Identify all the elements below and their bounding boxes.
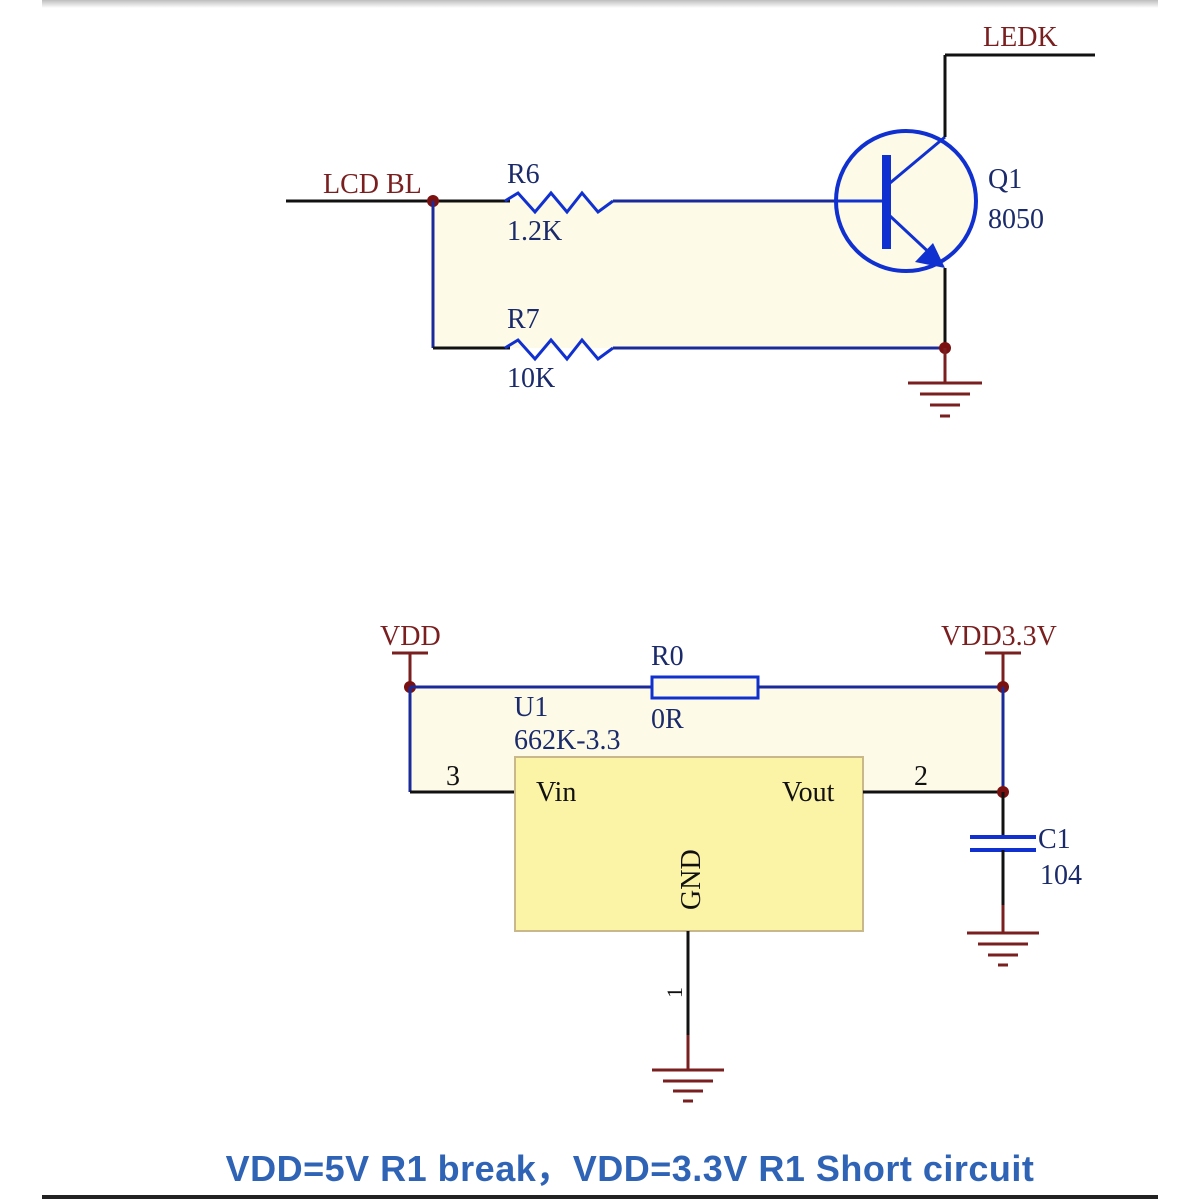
u1-ref: U1 [514, 692, 548, 723]
pin1-number: 1 [662, 987, 687, 998]
q1-ref: Q1 [988, 164, 1022, 195]
ground-icon [652, 1035, 724, 1103]
r0-resistor [650, 675, 760, 700]
r7-ref: R7 [507, 304, 540, 335]
q1-part: 8050 [988, 204, 1044, 235]
u1-gnd-pin-label: GND [676, 849, 707, 910]
vdd-net-label: VDD [380, 621, 441, 652]
top-shadow [42, 0, 1158, 8]
r7-resistor [504, 337, 614, 362]
bottom-divider [42, 1195, 1158, 1199]
pin2-number: 2 [914, 761, 928, 792]
u1-part: 662K-3.3 [514, 725, 621, 756]
r6-ref: R6 [507, 159, 540, 190]
r6-resistor [504, 190, 614, 215]
r7-value: 10K [507, 363, 555, 394]
c1-value: 104 [1040, 860, 1082, 891]
ground-icon [967, 905, 1039, 967]
pin3-number: 3 [446, 761, 460, 792]
c1-ref: C1 [1038, 824, 1071, 855]
r6-value: 1.2K [507, 216, 562, 247]
u1-regulator-ic [514, 756, 864, 932]
q1-npn-transistor [834, 129, 978, 273]
u1-vin-pin-label: Vin [536, 777, 576, 808]
u1-vout-pin-label: Vout [782, 777, 835, 808]
ledk-net-label: LEDK [983, 22, 1058, 53]
vdd33-net-label: VDD3.3V [941, 621, 1057, 652]
r0-ref: R0 [651, 641, 684, 672]
lcd-bl-net-label: LCD BL [323, 169, 422, 200]
caption-note: VDD=5V R1 break，VDD=3.3V R1 Short circui… [225, 1148, 1035, 1189]
r0-value: 0R [651, 704, 684, 735]
ground-icon [908, 348, 982, 418]
c1-capacitor [970, 835, 1036, 852]
